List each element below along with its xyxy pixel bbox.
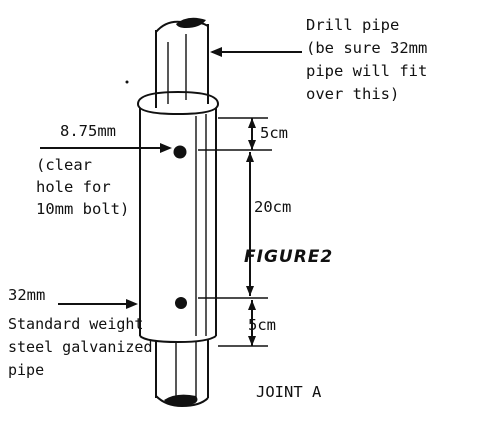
pipe-size-label: 32mm [8,286,45,304]
bolt-dim-label: 8.75mm [60,122,116,140]
dim-top-label: 5cm [260,124,288,142]
joint-label: JOINT A [256,383,322,401]
outer-pipe-collar [136,90,220,116]
drill-pipe-label-line-3: pipe will fit [306,62,427,80]
drill-pipe-label-line-1: Drill pipe [306,16,399,34]
dim-middle-label: 20cm [254,198,291,216]
pipe-desc-line-3: pipe [8,361,44,379]
bolt-note-line-2: hole for [36,178,111,196]
bolt-note-line-3: 10mm bolt) [36,200,129,218]
pipe-desc-line-2: steel galvanized [8,338,153,356]
dim-bottom-label: 5cm [248,316,276,334]
dimension-lines [198,117,272,347]
bolt-note-line-1: (clear [36,156,92,174]
drill-pipe-top [155,17,209,108]
drill-pipe-label-line-4: over this) [306,85,399,103]
drill-pipe-leader [210,47,302,57]
pipe-size-leader [58,299,138,309]
pipe-desc-line-1: Standard weight [8,315,143,333]
stray-mark [125,80,129,84]
drill-pipe-label-line-2: (be sure 32mm [306,39,427,57]
bolt-hole-top [173,145,187,159]
bolt-leader [40,143,172,153]
figure-title: FIGURE2 [244,247,333,267]
drill-pipe-bottom [155,340,209,408]
bolt-hole-bottom [175,297,187,309]
